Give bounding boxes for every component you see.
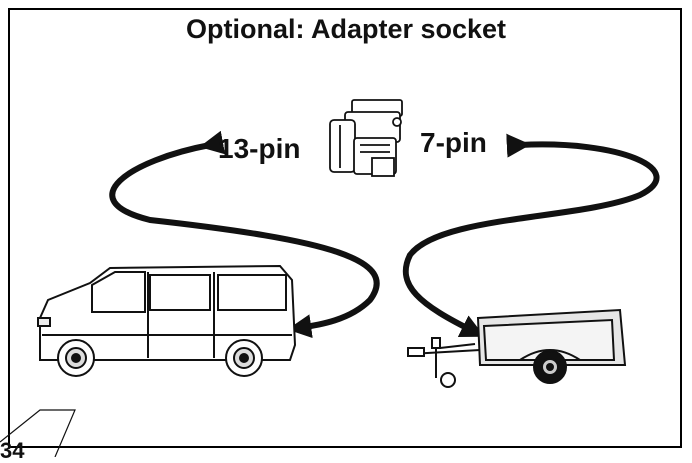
diagram-title: Optional: Adapter socket (185, 14, 507, 44)
page-number: 34 (0, 438, 25, 463)
page-corner-tab (0, 409, 76, 457)
trailer-icon (407, 308, 627, 388)
adapter-socket-icon (329, 99, 403, 177)
left-curved-arrow (109, 130, 380, 339)
seven-pin-label: 7-pin (420, 127, 487, 158)
right-curved-arrow (402, 133, 660, 337)
thirteen-pin-label: 13-pin (218, 133, 301, 164)
diagram-frame (8, 8, 682, 448)
van-icon (37, 264, 297, 377)
